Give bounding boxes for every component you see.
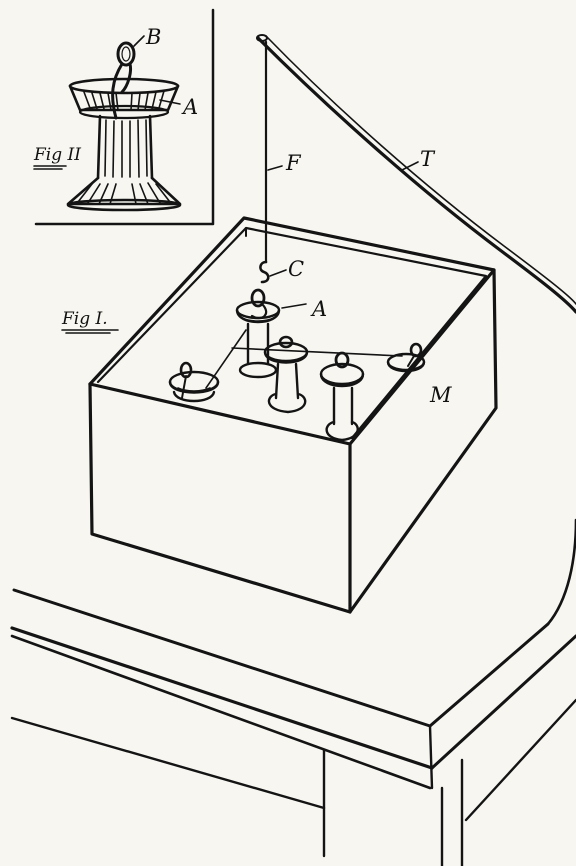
thread-f	[264, 40, 283, 264]
inset-label-b: B	[145, 25, 161, 49]
label-a-main: A	[310, 297, 327, 321]
spool-a	[235, 288, 307, 379]
hook-c	[259, 260, 287, 284]
inset-spool	[66, 35, 182, 212]
inset-label-a: A	[181, 95, 198, 119]
label-m: M	[429, 383, 452, 407]
spool-back-right	[386, 342, 426, 373]
table	[10, 518, 576, 866]
spool-front-right	[319, 351, 365, 442]
label-f: F	[285, 151, 302, 175]
fig2-inset: B A Fig II	[33, 8, 215, 226]
inset-wire-loop	[111, 41, 136, 120]
spool-left	[168, 361, 220, 403]
spool-middle	[263, 335, 309, 414]
fig2-caption: Fig II	[33, 145, 81, 165]
label-t: T	[420, 147, 436, 171]
thread-to-left-spool	[205, 329, 247, 389]
fig1-caption: Fig I.	[61, 309, 108, 329]
label-c: C	[288, 257, 304, 281]
rod-t	[256, 34, 576, 314]
